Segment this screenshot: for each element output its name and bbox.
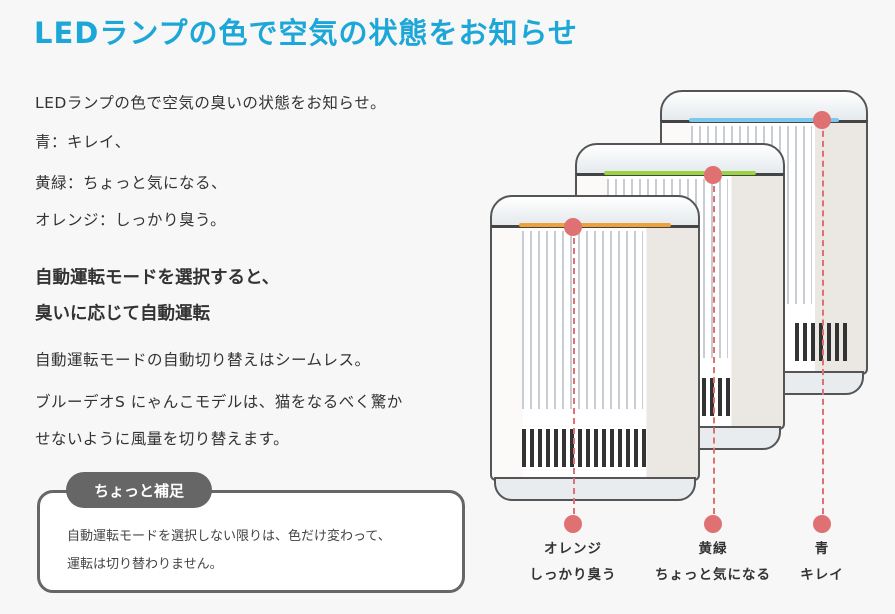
marker-dot: [813, 515, 831, 533]
color-meaning: ちょっと気になる: [655, 567, 771, 583]
note-label: ちょっと補足: [66, 472, 212, 508]
intro-orange: オレンジ：しっかり臭う。: [35, 211, 227, 229]
marker-dot: [704, 515, 722, 533]
color-meaning: キレイ: [800, 567, 844, 583]
intro-yellowgreen: 黄緑：ちょっと気になる、: [35, 174, 228, 192]
marker-dot: [813, 111, 831, 129]
marker-dot: [564, 218, 582, 236]
color-name: オレンジ: [544, 541, 602, 557]
color-name: 黄緑: [698, 541, 728, 557]
purifier-orange: [490, 195, 700, 501]
note-text: 運転は切り替わりません。: [67, 557, 223, 572]
label-orange: オレンジしっかり臭う: [498, 536, 648, 588]
pointer-line: [713, 176, 715, 524]
section-heading-2: 臭いに応じて自動運転: [35, 304, 210, 324]
pointer-line: [822, 121, 824, 524]
marker-dot: [564, 515, 582, 533]
color-meaning: しっかり臭う: [529, 567, 617, 583]
body-text: 自動運転モードの自動切り替えはシームレス。: [35, 351, 371, 369]
color-name: 青: [814, 541, 830, 557]
note-text: 自動運転モードを選択しない限りは、色だけ変わって、: [67, 529, 391, 544]
pointer-line: [573, 228, 575, 524]
body-text: ブルーデオS にゃんこモデルは、猫をなるべく驚か: [35, 393, 403, 411]
label-blue: 青キレイ: [747, 536, 895, 588]
page-title: LEDランプの色で空気の状態をお知らせ: [34, 16, 578, 50]
marker-dot: [704, 166, 722, 184]
intro-text: LEDランプの色で空気の臭いの状態をお知らせ。: [35, 94, 387, 112]
section-heading: 自動運転モードを選択すると、: [35, 268, 280, 288]
intro-blue: 青：キレイ、: [35, 133, 131, 151]
body-text: せないように風量を切り替えます。: [35, 430, 290, 448]
label-yellowgreen: 黄緑ちょっと気になる: [638, 536, 788, 588]
